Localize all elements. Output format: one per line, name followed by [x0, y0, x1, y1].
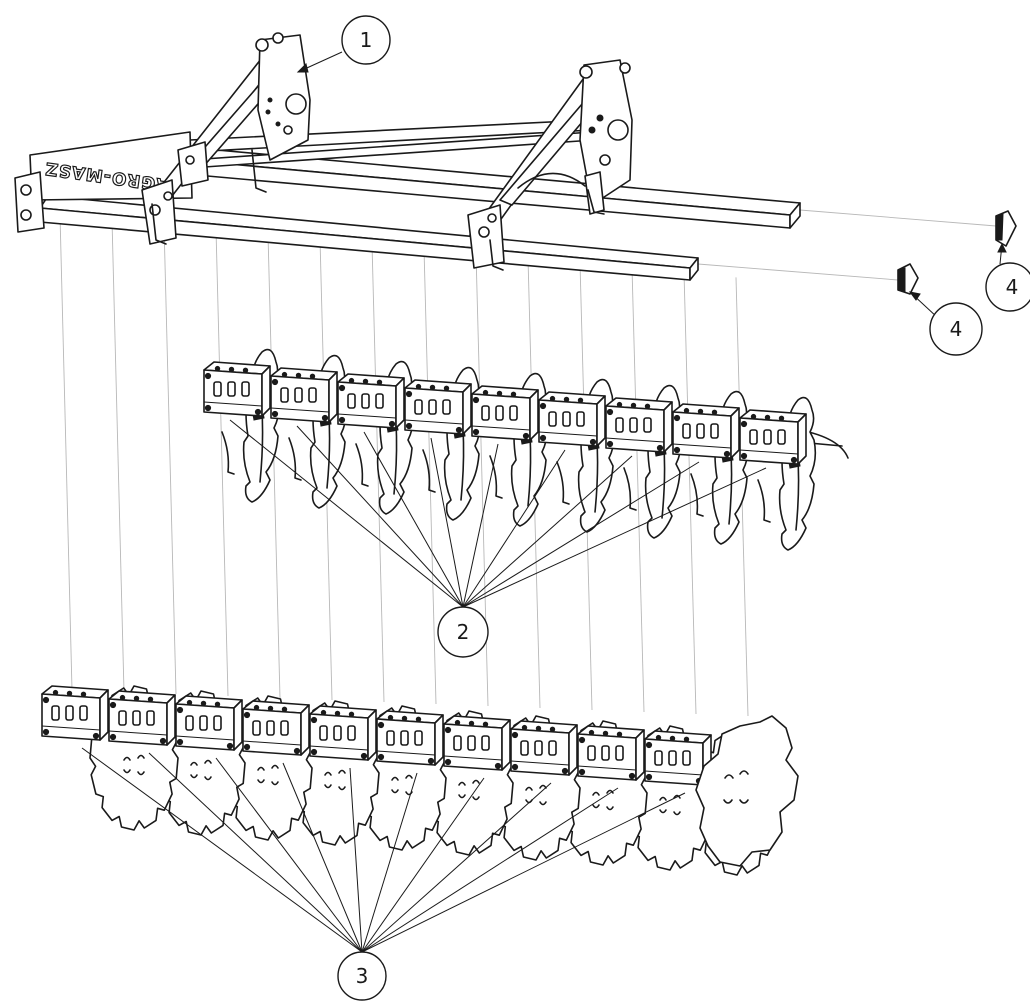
front-bearing-unit	[605, 397, 673, 453]
svg-text:2: 2	[457, 620, 470, 644]
rear-bearing-unit	[577, 725, 645, 781]
rear-bearing-unit	[175, 695, 243, 751]
end-cap-lower	[897, 263, 919, 295]
rear-bearing-unit	[108, 690, 176, 746]
end-caps	[897, 210, 1017, 295]
front-bearing-unit	[337, 373, 405, 429]
rear-bearing-unit	[41, 685, 109, 741]
rear-end-disc	[695, 715, 799, 867]
front-bearing-unit	[538, 391, 606, 447]
leader-lines	[81, 419, 767, 953]
svg-text:1: 1	[360, 28, 373, 52]
callout-end-cap-upper: 4	[985, 242, 1030, 312]
end-cap-upper	[995, 210, 1017, 247]
front-disc-gang	[203, 348, 849, 551]
rear-bearing-unit	[242, 700, 310, 756]
callout-rear-discs: 3	[337, 951, 387, 1001]
callout-end-cap-lower: 4	[908, 291, 983, 356]
rear-bearing-unit	[309, 705, 377, 761]
rear-bearing-unit	[443, 715, 511, 771]
svg-text:3: 3	[356, 964, 369, 988]
front-bearing-unit	[672, 403, 740, 459]
front-bearing-unit	[203, 361, 271, 417]
rear-disc-gang	[41, 685, 799, 876]
callout-front-discs: 2	[437, 606, 489, 658]
main-frame: AGRO-MASZ	[14, 32, 801, 281]
callout-frame: 1	[296, 15, 391, 73]
front-bearing-unit	[471, 385, 539, 441]
front-bearing-unit	[270, 367, 338, 423]
svg-text:4: 4	[1006, 275, 1019, 299]
rear-bearing-unit	[376, 710, 444, 766]
front-bearing-unit	[739, 409, 807, 465]
rear-bearing-unit	[510, 720, 578, 776]
front-bearing-unit	[404, 379, 472, 435]
svg-text:4: 4	[950, 317, 963, 341]
